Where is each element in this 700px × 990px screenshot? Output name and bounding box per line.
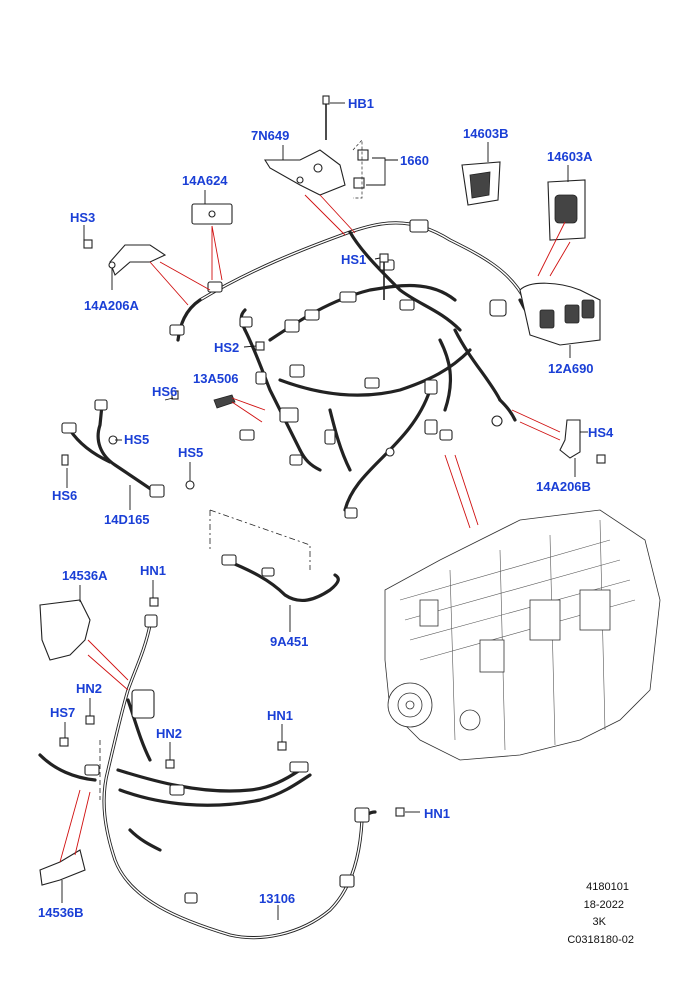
connector	[207, 281, 223, 293]
callout-hs4: HS4	[588, 425, 614, 440]
bolt-hn1	[277, 741, 287, 751]
engine-harness-12a690	[169, 219, 601, 519]
connector	[289, 454, 303, 466]
bolt-hs2	[255, 341, 265, 351]
callout-hs5-right: HS5	[178, 445, 203, 460]
connector	[364, 377, 380, 389]
cover-14603b	[461, 161, 501, 206]
connector	[255, 371, 267, 385]
clip-13a506	[213, 394, 236, 409]
callout-14a206b: 14A206B	[536, 479, 591, 494]
bolt-hn1	[395, 807, 405, 817]
callout-hn2-mid: HN2	[156, 726, 182, 741]
callout-14a206a: 14A206A	[84, 298, 140, 313]
connector	[289, 761, 309, 773]
bolt-hn2	[85, 715, 95, 725]
bracket-7n649	[264, 149, 346, 196]
callout-14603b: 14603B	[463, 126, 509, 141]
fastener-1660	[352, 139, 369, 199]
leader-lines	[59, 102, 588, 920]
bolt-hn1	[149, 597, 159, 607]
connector	[169, 324, 185, 336]
callout-hn1-right: HN1	[424, 806, 450, 821]
connector	[184, 892, 198, 904]
reference-line-4: C0318180-02	[567, 934, 634, 946]
callout-14603a: 14603A	[547, 149, 593, 164]
cover-14603a	[547, 179, 586, 241]
callout-12a690: 12A690	[548, 361, 594, 376]
battery-harness-13106	[38, 597, 405, 940]
sensor	[491, 415, 503, 427]
connector	[84, 764, 100, 776]
bolt-hn2	[165, 759, 175, 769]
callout-hn1-top: HN1	[140, 563, 166, 578]
callout-hb1: HB1	[348, 96, 374, 111]
callouts: HB1 7N649 1660 14603B 14603A 14A624 HS3 …	[38, 96, 614, 920]
reference-line-1: 4180101	[586, 881, 629, 893]
connector	[239, 429, 255, 441]
connector	[289, 364, 305, 378]
callout-14d165: 14D165	[104, 512, 150, 527]
connector	[399, 299, 415, 311]
callout-hn2-left: HN2	[76, 681, 102, 696]
bracket-14a206b	[559, 419, 606, 464]
connector	[489, 299, 507, 317]
connector	[239, 316, 253, 328]
connector	[169, 784, 185, 796]
bracket-14536a	[39, 599, 91, 661]
bolt-hb1	[322, 95, 330, 140]
callout-7n649: 7N649	[251, 128, 289, 143]
reference-line-2: 18-2022	[584, 899, 624, 911]
connector	[439, 429, 453, 441]
callout-hs3: HS3	[70, 210, 95, 225]
callout-14a624: 14A624	[182, 173, 228, 188]
callout-13106: 13106	[259, 891, 295, 906]
connector	[354, 807, 370, 823]
connector	[339, 291, 357, 303]
connector	[344, 507, 358, 519]
callout-9a451: 9A451	[270, 634, 308, 649]
callout-hs7: HS7	[50, 705, 75, 720]
bracket-14a206a	[83, 239, 167, 276]
callout-14536b: 14536B	[38, 905, 84, 920]
callout-hs2: HS2	[214, 340, 239, 355]
bracket-14a624	[191, 203, 233, 225]
callout-hs5-left: HS5	[124, 432, 149, 447]
reference-block: 4180101 18-2022 3K C0318180-02	[567, 881, 634, 946]
connector	[144, 614, 158, 628]
connector	[279, 407, 299, 423]
connector	[304, 309, 320, 321]
bolt-hs7	[59, 737, 69, 747]
callout-hs1: HS1	[341, 252, 366, 267]
callout-13a506: 13A506	[193, 371, 239, 386]
callout-hs6-bottom: HS6	[52, 488, 77, 503]
harness-9a451	[209, 509, 340, 603]
reference-line-3: 3K	[593, 916, 607, 928]
connector	[131, 689, 155, 719]
connector	[424, 379, 438, 395]
callout-hn1-mid: HN1	[267, 708, 293, 723]
connector	[424, 419, 438, 435]
callout-hs6-top: HS6	[152, 384, 177, 399]
sensor	[385, 447, 395, 457]
connector	[324, 429, 336, 445]
connector-block	[519, 282, 601, 346]
connector	[339, 874, 355, 888]
connector	[409, 219, 429, 233]
callout-1660: 1660	[400, 153, 429, 168]
engine-block	[384, 509, 661, 761]
callout-14536a: 14536A	[62, 568, 108, 583]
connector	[284, 319, 300, 333]
bracket-14536b	[39, 849, 86, 886]
